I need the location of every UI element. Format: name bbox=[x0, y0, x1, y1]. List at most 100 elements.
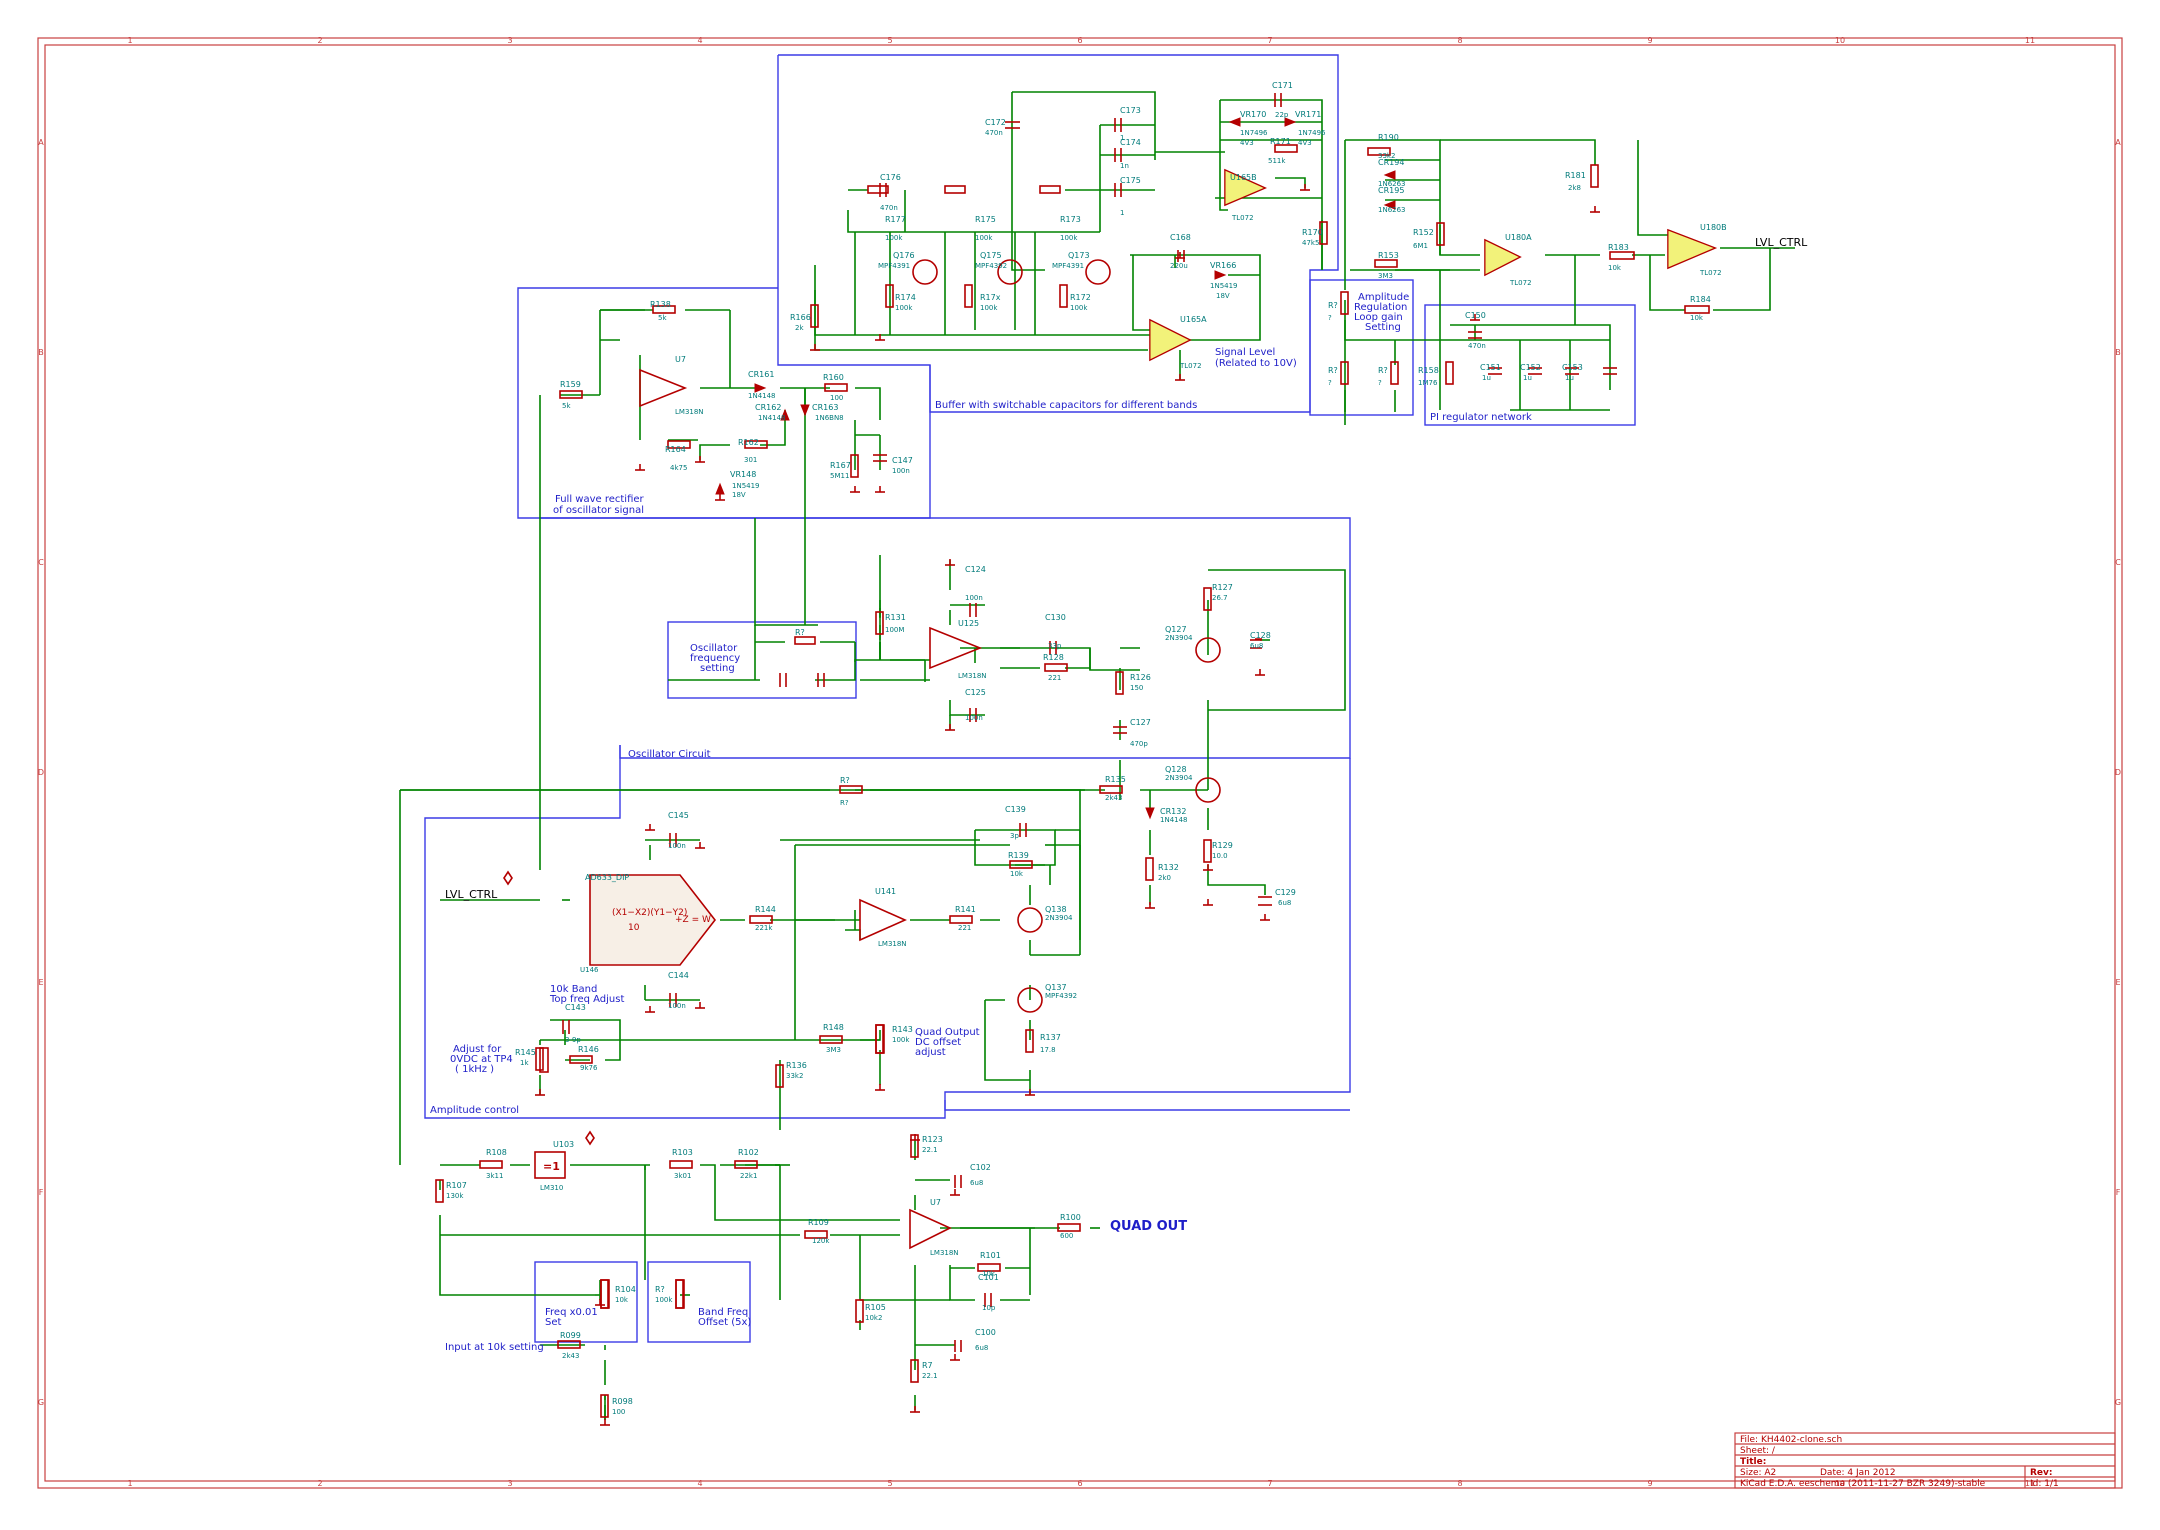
component-ref-r160: R160 bbox=[823, 373, 844, 382]
note-freq-set-2: Set bbox=[545, 1317, 562, 1328]
component-value-r166: 2k bbox=[795, 324, 804, 332]
component-value-r190: 33k2 bbox=[1378, 152, 1395, 160]
component-ref-c152: C152 bbox=[1520, 363, 1541, 372]
component-value-c143: 3-9p bbox=[565, 1036, 581, 1044]
component-value-q127: 2N3904 bbox=[1165, 634, 1193, 642]
component-ref-r105: R105 bbox=[865, 1303, 886, 1312]
component-ref-cr195: CR195 bbox=[1378, 186, 1404, 195]
opamp-u165a-fill bbox=[1149, 319, 1192, 361]
component-ref-q175: Q175 bbox=[980, 251, 1002, 260]
multiplier-formula: (X1−X2)(Y1−Y2) bbox=[612, 908, 687, 918]
component-value-c100: 6u8 bbox=[975, 1344, 988, 1352]
component-value-r171: 511k bbox=[1268, 157, 1286, 165]
component-ref-r156: R? bbox=[1328, 366, 1338, 375]
lvl-ctrl-label: LVL_CTRL bbox=[1755, 236, 1808, 249]
note-amp-reg-3: Loop gain bbox=[1354, 312, 1403, 323]
component-ref-r146: R146 bbox=[578, 1045, 599, 1054]
component-ref-r152: R152 bbox=[1413, 228, 1434, 237]
component-value-q138: 2N3904 bbox=[1045, 914, 1073, 922]
component-value-r146: 9k76 bbox=[580, 1064, 598, 1072]
opamp-u7b bbox=[909, 1208, 952, 1250]
components bbox=[435, 93, 1718, 1418]
ground-symbol bbox=[1175, 252, 1185, 259]
frame-col-number: 2 bbox=[317, 1479, 322, 1488]
component-ref-r_osc: R? bbox=[795, 628, 805, 637]
title-block-size: Size: A2 bbox=[1740, 1468, 1776, 1478]
component-value-v4v3b: 4V3 bbox=[1298, 139, 1312, 147]
multiplier-divisor: 10 bbox=[628, 923, 640, 933]
frame-row-letter: C bbox=[38, 558, 44, 567]
component-ref-r100: R100 bbox=[1060, 1213, 1081, 1222]
component-value-r098: 100 bbox=[612, 1408, 625, 1416]
ground-symbol bbox=[695, 456, 705, 463]
frame-col-number: 5 bbox=[887, 36, 892, 45]
component-value-r148: 3M3 bbox=[826, 1046, 841, 1054]
component-ref-r155: R? bbox=[1328, 301, 1338, 310]
component-ref-c100: C100 bbox=[975, 1328, 996, 1337]
component-ref-vr170: VR170 bbox=[1240, 110, 1266, 119]
component-ref-r103: R103 bbox=[672, 1148, 693, 1157]
note-amp-reg-4: Setting bbox=[1365, 322, 1401, 333]
buffer-symbol: =1 bbox=[543, 1160, 560, 1173]
component-ref-c174: C174 bbox=[1120, 138, 1141, 147]
component-value-u103: LM310 bbox=[540, 1184, 563, 1192]
component-ref-r164: R164 bbox=[665, 445, 686, 454]
component-value-cr195: 1N6263 bbox=[1378, 206, 1406, 214]
component-value-r132: 2k0 bbox=[1158, 874, 1171, 882]
component-ref-u165a: U165A bbox=[1180, 315, 1207, 324]
component-value-vr170: 1N7496 bbox=[1240, 129, 1268, 137]
component-ref-r159: R159 bbox=[560, 380, 581, 389]
component-ref-u180b: U180B bbox=[1700, 223, 1727, 232]
note-quad-dc-1: Quad Output bbox=[915, 1027, 980, 1038]
component-value-c168: 220u bbox=[1170, 262, 1188, 270]
note-amp-reg-1: Amplitude bbox=[1358, 292, 1409, 303]
note-osc-freq-3: setting bbox=[700, 663, 735, 674]
ground-symbol bbox=[875, 334, 885, 341]
ground-symbol bbox=[645, 824, 655, 831]
ground-symbol bbox=[1470, 314, 1480, 321]
component-ref-r172: R172 bbox=[1070, 293, 1091, 302]
component-ref-r136: R136 bbox=[786, 1061, 807, 1070]
component-value-c128: 6u8 bbox=[1250, 642, 1263, 650]
component-value-vr171: 1N7496 bbox=[1298, 129, 1326, 137]
ground-symbol bbox=[715, 494, 725, 501]
component-value-r107: 130k bbox=[446, 1192, 464, 1200]
component-ref-c171: C171 bbox=[1272, 81, 1293, 90]
component-ref-r173: R173 bbox=[1060, 215, 1081, 224]
frame-col-number: 6 bbox=[1077, 1479, 1082, 1488]
note-band-top-2: Top freq Adjust bbox=[549, 994, 624, 1005]
multiplier-text: (X1−X2)(Y1−Y2) 10 +Z = W =1 bbox=[543, 908, 711, 1173]
component-value-u146: U146 bbox=[580, 966, 599, 974]
component-ref-r145: R145 bbox=[515, 1048, 536, 1057]
component-value-r172: 100k bbox=[1070, 304, 1088, 312]
frame-col-number: 2 bbox=[317, 36, 322, 45]
frame-col-number: 1 bbox=[127, 36, 132, 45]
note-input-10k: Input at 10k setting bbox=[445, 1342, 544, 1353]
component-ref-c172: C172 bbox=[985, 118, 1006, 127]
component-ref-c144: C144 bbox=[668, 971, 689, 980]
frame-row-letter: E bbox=[2115, 978, 2120, 987]
frame-row-letter: F bbox=[2116, 1188, 2121, 1197]
component-ref-u165b: U165B bbox=[1230, 173, 1257, 182]
component-value-u165b: TL072 bbox=[1231, 214, 1254, 222]
component-ref-c150: C150 bbox=[1465, 311, 1486, 320]
component-ref-cr162: CR162 bbox=[755, 403, 781, 412]
component-value-r126: 150 bbox=[1130, 684, 1143, 692]
component-ref-r141: R141 bbox=[955, 905, 976, 914]
component-value-c150: 470n bbox=[1468, 342, 1486, 350]
component-ref-r108: R108 bbox=[486, 1148, 507, 1157]
component-ref-r_bf: R? bbox=[655, 1285, 665, 1294]
component-ref-r129: R129 bbox=[1212, 841, 1233, 850]
component-ref-r190: R190 bbox=[1378, 133, 1399, 142]
component-ref-u7a: U7 bbox=[675, 355, 686, 364]
multiplier-output: +Z = W bbox=[675, 915, 711, 925]
component-ref-r_fb: R? bbox=[840, 776, 850, 785]
component-value-r103: 3k01 bbox=[674, 1172, 691, 1180]
component-value-r139: 10k bbox=[1010, 870, 1024, 878]
frame-col-number: 9 bbox=[1647, 1479, 1652, 1488]
frame-col-number: 3 bbox=[507, 1479, 512, 1488]
ground-symbol bbox=[945, 724, 955, 731]
frame-row-letter: E bbox=[38, 978, 43, 987]
component-value-u141: LM318N bbox=[878, 940, 907, 948]
